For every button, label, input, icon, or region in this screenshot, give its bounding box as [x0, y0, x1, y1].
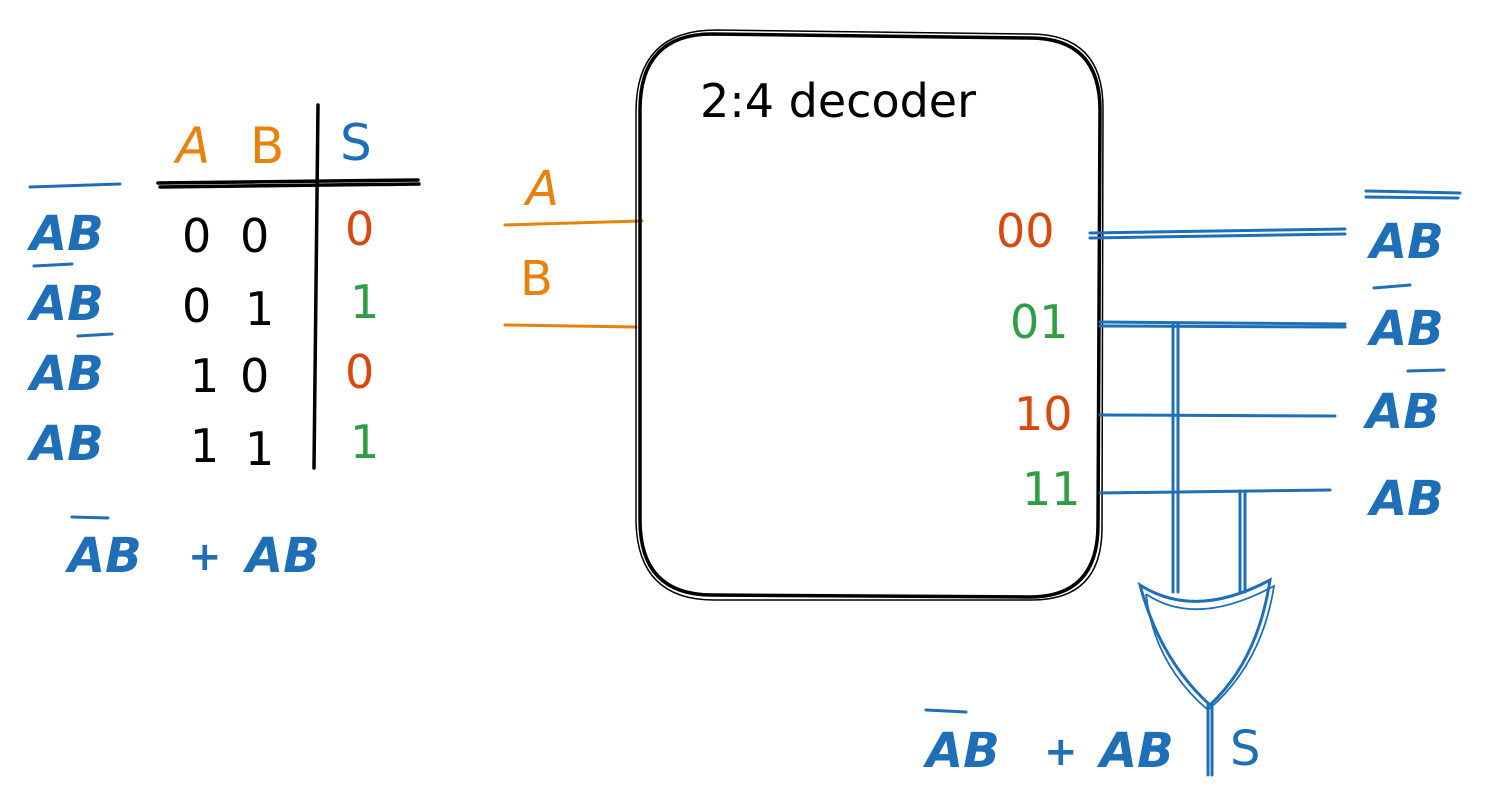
cell-b: 0	[240, 349, 269, 403]
cell-s: 1	[350, 415, 379, 469]
table-horizontal-line	[156, 178, 421, 189]
output-term-01: AB	[1366, 301, 1444, 357]
cell-b: 1	[245, 282, 274, 336]
result-output: S	[1230, 721, 1260, 777]
expression-right: AB	[242, 528, 320, 584]
decoder-title: 2:4 decoder	[700, 74, 976, 128]
overbar-ab	[28, 182, 122, 189]
or-gate-body-sketch	[1145, 584, 1276, 712]
row-term-1: AB	[26, 262, 104, 332]
decoder-output-wires	[1088, 227, 1347, 495]
overbar-a	[1372, 283, 1412, 290]
cell-a: 1	[190, 349, 219, 403]
row-term-label: AB	[26, 346, 104, 402]
input-a-wire	[503, 219, 644, 227]
input-b-label: B	[520, 251, 553, 307]
or-gate-input-11	[1238, 489, 1247, 594]
table-row: 0 0 0	[182, 202, 374, 263]
overbar-b	[1406, 368, 1446, 373]
or-gate-input-01	[1171, 322, 1180, 594]
cell-b: 1	[245, 422, 274, 476]
or-gate-output-wire	[1206, 703, 1214, 777]
or-gate-body	[1137, 577, 1272, 708]
table-row: 1 0 0	[190, 345, 374, 403]
decoder-box-sketch	[635, 29, 1104, 601]
cell-s: 0	[345, 202, 374, 256]
table-header-b: B	[250, 117, 284, 175]
result-right: AB	[1096, 723, 1174, 779]
overbar-a	[32, 262, 74, 268]
cell-b: 0	[240, 209, 269, 263]
overbar-ab	[1364, 189, 1462, 200]
expression-plus: +	[188, 534, 222, 580]
table-header-a: A	[173, 117, 210, 175]
output-00-label: 00	[996, 204, 1055, 258]
output-11-label: 11	[1022, 462, 1081, 516]
cell-s: 1	[350, 275, 379, 329]
truth-table-expression: AB + AB	[64, 515, 320, 584]
output-terms: AB AB AB AB	[1362, 189, 1462, 527]
output-01-label: 01	[1010, 295, 1069, 349]
overbar-b	[76, 332, 114, 338]
table-row: 1 1 1	[190, 415, 379, 476]
output-term-11: AB	[1366, 471, 1444, 527]
cell-a: 0	[182, 279, 211, 333]
cell-a: 0	[182, 209, 211, 263]
row-term-label: AB	[26, 416, 104, 472]
row-term-2: AB	[26, 332, 114, 402]
result-expression: AB + AB S	[922, 708, 1260, 779]
cell-s: 0	[345, 345, 374, 399]
output-10-label: 10	[1014, 387, 1073, 441]
decoder-inputs: A B	[503, 161, 644, 329]
or-gate	[1137, 322, 1276, 777]
row-term-label: AB	[26, 206, 104, 262]
row-term-3: AB	[26, 416, 104, 472]
expression-left: AB	[64, 528, 142, 584]
output-term-00: AB	[1366, 214, 1444, 270]
table-vertical-line	[312, 103, 320, 470]
table-header-s: S	[340, 114, 372, 172]
output-01-wire	[1098, 320, 1347, 329]
output-term-10: AB	[1362, 384, 1440, 440]
table-row: 0 1 1	[182, 275, 379, 336]
result-plus: +	[1044, 729, 1078, 775]
input-a-label: A	[523, 161, 559, 217]
row-term-0: AB	[26, 182, 122, 262]
output-00-wire	[1088, 227, 1347, 240]
row-term-label: AB	[26, 276, 104, 332]
overbar-a	[924, 708, 968, 714]
cell-a: 1	[190, 419, 219, 473]
decoder-block: 2:4 decoder 00 01 10 11	[635, 29, 1104, 601]
input-b-wire	[503, 323, 638, 329]
result-left: AB	[922, 723, 1000, 779]
output-10-wire	[1098, 413, 1337, 418]
decoder-box	[638, 32, 1102, 599]
truth-table: A B S AB AB AB AB 0 0 0 0 1	[26, 103, 421, 584]
overbar-a	[70, 515, 110, 520]
output-11-wire	[1098, 488, 1332, 495]
